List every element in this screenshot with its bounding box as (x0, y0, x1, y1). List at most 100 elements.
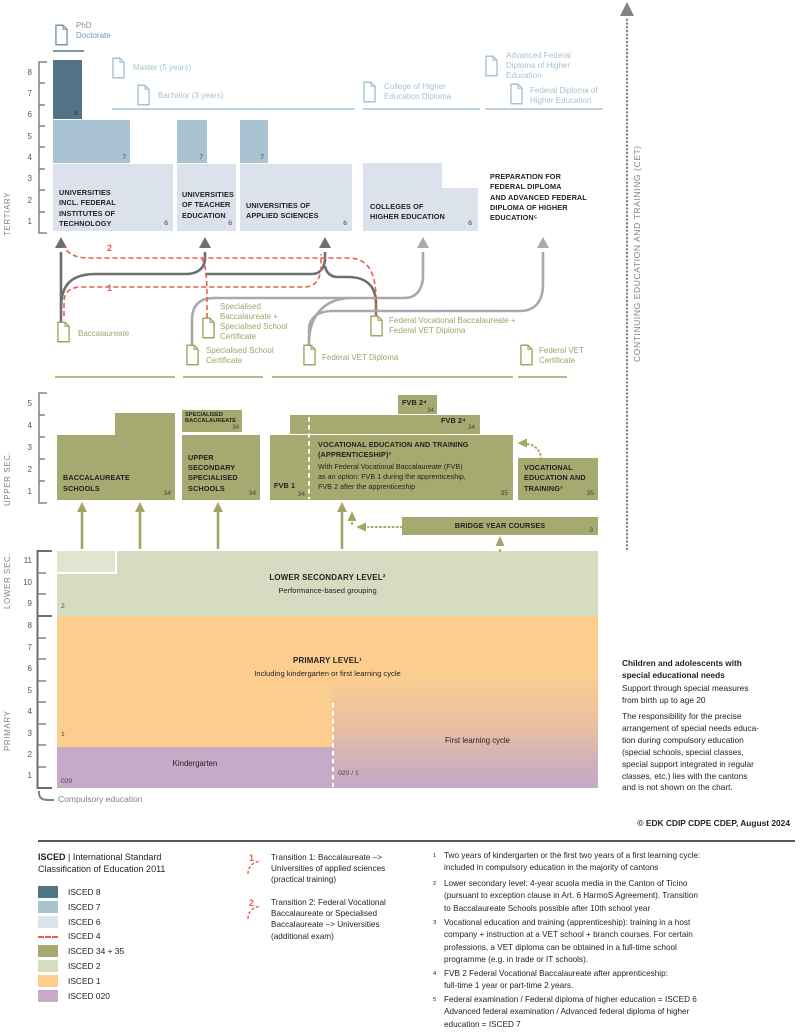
tertiary-axis-label: TERTIARY (3, 191, 12, 236)
vet-upper-tier (290, 415, 480, 434)
axis-tick-label: 5 (27, 686, 32, 695)
federal-vet-certificate-icon (520, 344, 533, 366)
isced-code: 34 (297, 491, 305, 498)
universities-box: UNIVERSITIES INCL. FEDERAL INSTITUTES OF… (53, 164, 173, 231)
axis-tick-label: 10 (23, 578, 32, 587)
lower-secondary-title: LOWER SECONDARY LEVEL² (269, 573, 386, 582)
phd-doctorate-label: PhD Doctorate (76, 21, 111, 40)
transition-2-mark: 2 (107, 243, 113, 253)
cet-label: CONTINUING EDUCATION AND TRAINING (CET) (632, 145, 642, 362)
isced-code: 1 (61, 731, 65, 738)
upper-secondary-axis-bracket (38, 392, 47, 504)
legend-swatch-isced4 (38, 936, 58, 938)
isced-code: 6 (343, 220, 347, 227)
axis-tick-label: 9 (27, 599, 32, 608)
legend-title: ISCED | International Standard (38, 851, 161, 864)
legend-title-line2: Classification of Education 2011 (38, 864, 166, 874)
vet-school-based-box: VOCATIONAL EDUCATION AND TRAINING³ 35 (518, 458, 598, 500)
primary-axis-label: PRIMARY (3, 710, 12, 751)
lower-secondary-subtitle: Performance-based grouping (278, 586, 377, 595)
fvb-vet-diploma-certificate-icon (370, 315, 383, 337)
primary-subtitle: Including kindergarten or first learning… (254, 669, 401, 678)
first-learning-cycle-label: First learning cycle (445, 736, 510, 745)
footnote-marker: 3 (433, 920, 437, 926)
fvb2-top-box: FVB 2⁴ 34 (398, 395, 437, 414)
federal-diploma-certificate-icon (510, 83, 523, 105)
legend-title-bold: ISCED (38, 852, 66, 862)
isced-code: 7 (199, 154, 203, 161)
isced-code: 34 (468, 424, 475, 431)
legend-swatch-isced8 (38, 886, 58, 898)
specialised-schools-box: UPPER SECONDARY SPECIALISED SCHOOLS 34 (182, 435, 260, 500)
green-entry-arrows (80, 512, 344, 549)
specialised-school-certificate-label: Specialised School Certificate (206, 346, 274, 365)
axis-tick-label: 3 (27, 729, 32, 738)
footnote-text: Lower secondary level: 4-year scuola med… (444, 879, 698, 913)
axis-tick-label: 11 (23, 556, 32, 565)
legend-label: ISCED 020 (68, 991, 110, 1001)
advanced-federal-diploma-label: Advanced Federal Diploma of Higher Educa… (506, 51, 571, 80)
universities-isced7-bar: 7 (53, 120, 130, 163)
footnote-text: Two years of kindergarten or the first t… (444, 851, 701, 873)
footnote-marker: 4 (433, 971, 437, 977)
legend-label: ISCED 2 (68, 961, 101, 971)
bridge-year-title: BRIDGE YEAR COURSES (454, 521, 546, 530)
isced-code: 34 (232, 425, 239, 431)
footnote-text: Federal examination / Federal diploma of… (444, 995, 697, 1029)
isced-code: 7 (260, 154, 264, 161)
advanced-federal-diploma-certificate-icon (485, 55, 498, 77)
transition-1-mark: 1 (107, 283, 113, 293)
legend-label: ISCED 8 (68, 887, 101, 897)
isced-code: 8 (74, 110, 78, 117)
axis-tick-label: 6 (27, 110, 32, 119)
phd-doctorate-certificate-icon (55, 24, 68, 46)
teacher-education-isced7-bar: 7 (177, 120, 207, 163)
dark-arrowheads (55, 237, 331, 248)
lower-secondary-box: 2 (57, 551, 598, 616)
copyright: © EDK CDIP CDPE CDEP, August 2024 (637, 818, 790, 828)
isced-code: 6 (228, 220, 232, 227)
isced-code: 020 (61, 778, 73, 785)
colleges-box-upper (363, 163, 442, 188)
specialised-school-certificate-icon (186, 344, 199, 366)
isced-code: 6 (468, 220, 472, 227)
axis-tick-label: 7 (27, 89, 32, 98)
legend-title-rest: | International Standard (65, 852, 162, 862)
transition-2-legend-num: 2 (249, 898, 255, 908)
legend-label: ISCED 34 + 35 (68, 946, 125, 956)
isced-code: 34 (427, 407, 434, 414)
axis-tick-label: 1 (27, 217, 32, 226)
bachelor-label: Bachelor (3 years) (158, 91, 224, 100)
preparation-title: PREPARATION FOR FEDERAL DIPLOMA AND ADVA… (490, 172, 587, 223)
footnote-marker: 1 (433, 853, 437, 859)
upper-secondary-axis-label: UPPER SEC. (3, 451, 12, 506)
fvb2-mid-title: FVB 2⁴ (441, 416, 466, 425)
transition-2-legend-text: Transition 2: Federal Vocational Baccala… (271, 898, 386, 941)
green-entry-arrowheads (77, 502, 347, 512)
isced-code: 6 (164, 220, 168, 227)
first-learning-cycle-gradient (333, 676, 598, 788)
legend-swatch-isced2 (38, 960, 58, 972)
teacher-education-title: UNIVERSITIES OF TEACHER EDUCATION (182, 190, 234, 220)
axis-tick-label: 4 (27, 421, 32, 430)
kindergarten-label: Kindergarten (172, 759, 218, 768)
legend-swatch-isced1 (38, 975, 58, 987)
axis-tick-label: 8 (27, 68, 32, 77)
legend-label: ISCED 7 (68, 902, 101, 912)
transition-2-legend-curve (247, 905, 262, 920)
specialised-baccalaureate-certificate-icon (202, 317, 215, 339)
isced-code: 2 (61, 603, 65, 610)
isced-code: 7 (122, 154, 126, 161)
special-needs-intro: Support through special measures from bi… (622, 683, 749, 705)
fvb1-box: FVB 1 34 (270, 435, 309, 500)
light-arrowheads (417, 237, 549, 248)
isced-code: 34 (248, 490, 256, 497)
isced-code: 34 (163, 490, 171, 497)
master-label: Master (5 years) (133, 63, 192, 72)
baccalaureate-schools-extension (115, 413, 175, 435)
college-diploma-label: College of Higher Education Diploma (384, 82, 452, 101)
baccalaureate-schools-box: BACCALAUREATE SCHOOLS 34 (57, 435, 175, 500)
